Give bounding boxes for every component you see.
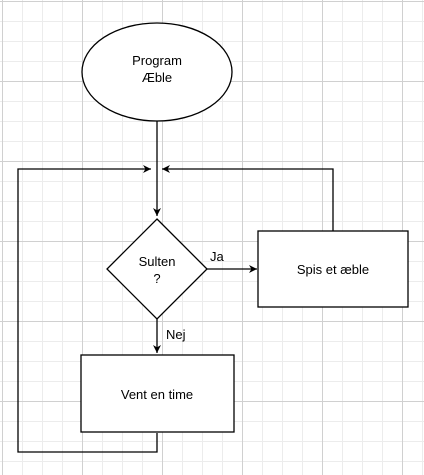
edge-label-no: Nej xyxy=(166,327,186,342)
process-no-label: Vent en time xyxy=(121,387,193,402)
start-node-label-line2: Æble xyxy=(142,70,172,85)
start-node-label-line1: Program xyxy=(132,53,182,68)
edge-yes-loopback[interactable] xyxy=(162,165,334,231)
start-node[interactable]: Program Æble xyxy=(81,22,233,122)
edge-label-yes: Ja xyxy=(210,249,225,264)
decision-node-label-line2: ? xyxy=(153,271,160,286)
process-yes-node[interactable]: Spis et æble xyxy=(257,230,409,308)
decision-node[interactable]: Sulten ? xyxy=(106,218,208,320)
connectors xyxy=(17,121,334,453)
process-yes-label: Spis et æble xyxy=(297,262,369,277)
decision-node-label-line1: Sulten xyxy=(139,254,176,269)
process-no-node[interactable]: Vent en time xyxy=(80,354,235,433)
edge-no-loopback[interactable] xyxy=(17,165,158,453)
